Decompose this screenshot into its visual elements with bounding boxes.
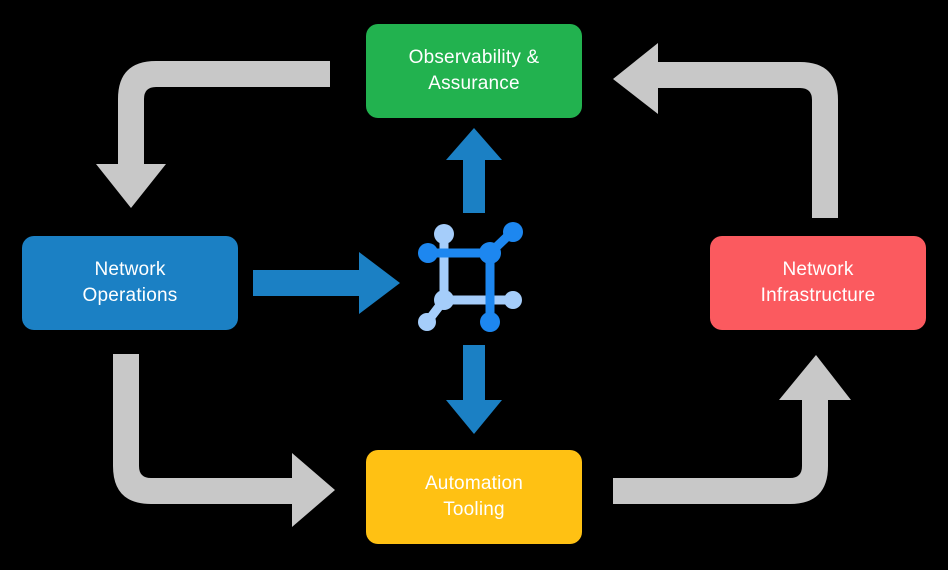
node-network-infrastructure[interactable]: Network Infrastructure [710, 236, 926, 330]
gray-arrow-automation-to-infrastructure [613, 355, 851, 504]
node-label-automation-tooling: Automation Tooling [424, 473, 524, 520]
node-observability-assurance[interactable]: Observability & Assurance [366, 24, 582, 118]
blue-arrow-center-to-automation [446, 345, 502, 434]
node-automation-tooling[interactable]: Automation Tooling [366, 450, 582, 544]
gray-arrow-operations-to-automation [113, 354, 335, 527]
gray-arrow-infrastructure-to-observability [613, 43, 838, 218]
node-label-network-operations: Network Operations [82, 259, 178, 306]
node-network-operations[interactable]: Network Operations [22, 236, 238, 330]
blue-arrow-center-to-observability [446, 128, 502, 213]
network-mesh-icon [418, 222, 523, 332]
blue-arrow-operations-to-center [253, 252, 400, 314]
node-label-network-infrastructure: Network Infrastructure [760, 259, 876, 306]
node-label-observability: Observability & Assurance [408, 47, 540, 94]
gray-arrow-observability-to-operations [96, 61, 330, 208]
